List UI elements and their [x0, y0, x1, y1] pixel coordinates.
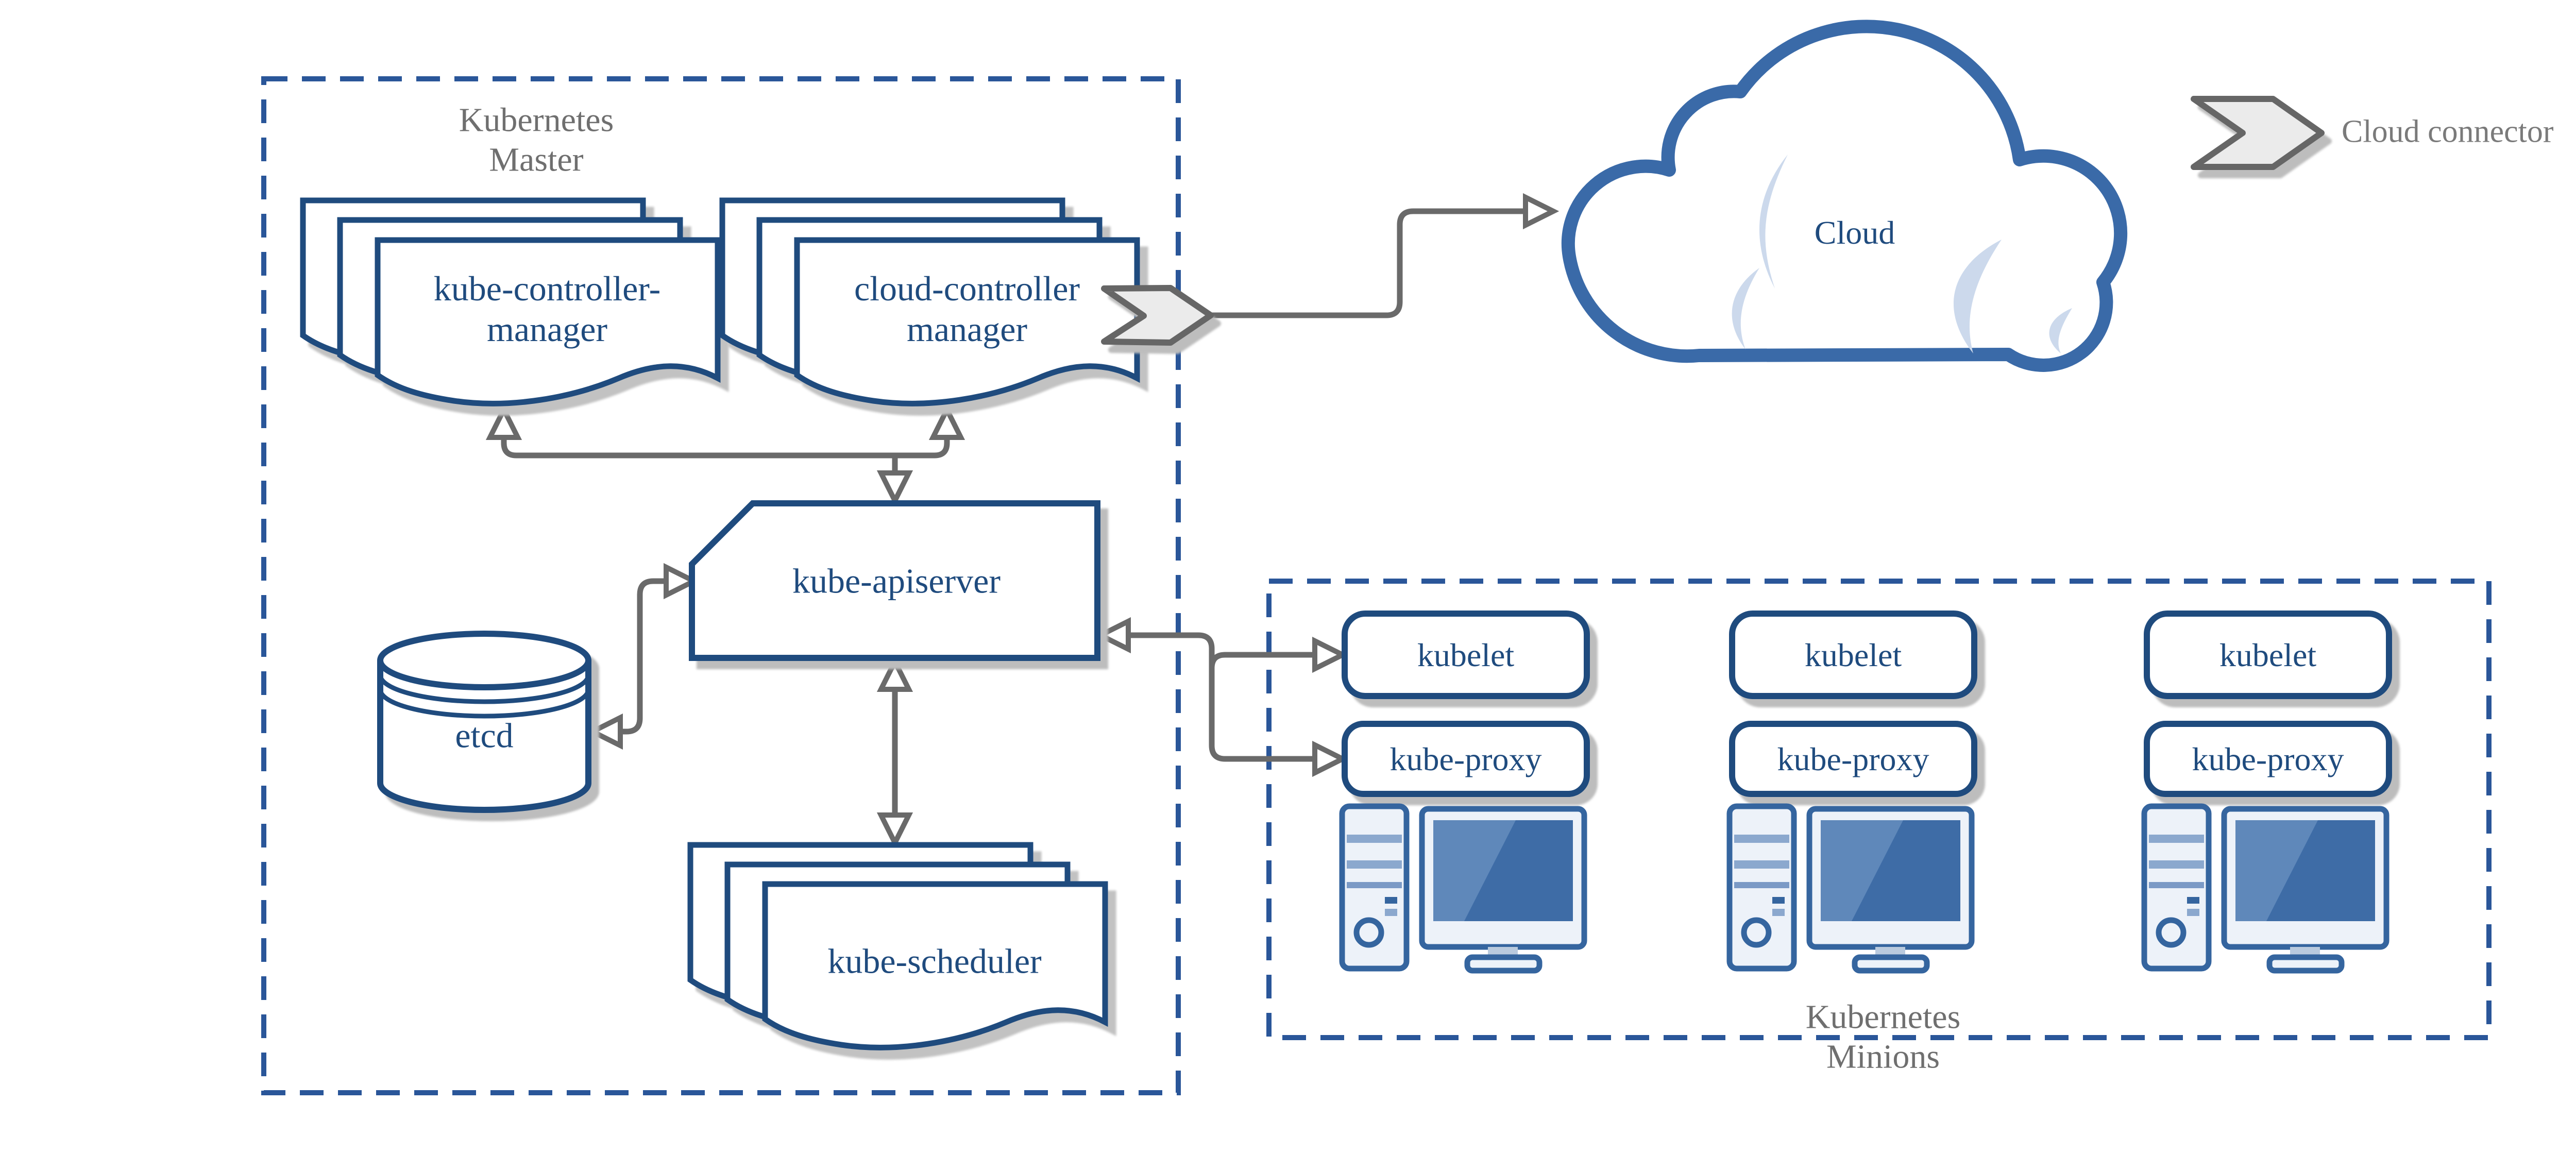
kube-proxy-box: [1729, 721, 1977, 797]
open-arrowhead-icon: [1100, 621, 1128, 649]
etcd-label: etcd: [455, 716, 514, 755]
chevron-arrow-icon: [2191, 96, 2325, 170]
connector-chevron-to-cloud: [1208, 208, 1531, 318]
kubelet-box: [2144, 611, 2392, 699]
kubelet-label: kubelet: [1417, 636, 1515, 673]
master-title-line1: Kubernetes: [459, 101, 614, 139]
open-arrowhead-icon: [881, 815, 909, 843]
kubelet-label: kubelet: [2219, 636, 2317, 673]
kube-scheduler-label: kube-scheduler: [827, 941, 1042, 981]
workstation-icon: [1342, 806, 1584, 971]
minions-box-title: Kubernetes Minions: [1806, 997, 1961, 1076]
cloud-icon: [1561, 20, 2128, 372]
kube-proxy-label: kube-proxy: [1777, 740, 1929, 777]
minions-title-line2: Minions: [1826, 1038, 1940, 1075]
minions-title-line1: Kubernetes: [1805, 998, 1961, 1036]
kube-proxy-label: kube-proxy: [1389, 740, 1542, 777]
chevron-arrow-icon: [1101, 285, 1214, 346]
master-box-title: Kubernetes Master: [459, 100, 614, 179]
kubelet-label: kubelet: [1804, 636, 1902, 673]
cloud-label: Cloud: [1814, 214, 1895, 251]
kube-proxy-box: [2144, 721, 2392, 797]
kube-proxy-box: [1342, 721, 1590, 797]
open-arrowhead-icon: [881, 662, 909, 689]
open-arrowhead-icon: [490, 410, 518, 437]
open-arrowhead-icon: [933, 410, 961, 437]
open-arrowhead-icon: [592, 718, 620, 745]
connector-apiserver-kubelet: [1209, 652, 1320, 671]
etcd-shape: [377, 631, 591, 813]
kubernetes-minions-box: [1266, 579, 2492, 1040]
kubelet-box: [1342, 611, 1590, 699]
connectors: [501, 208, 1531, 845]
kube-apiserver-shape: [689, 500, 1100, 661]
open-arrowhead-icon: [1315, 641, 1343, 669]
cloud-connector-legend-label: Cloud connector: [2342, 114, 2554, 149]
workstation-icon: [2144, 806, 2386, 971]
connector-controllers-bus: [501, 430, 950, 459]
open-arrowhead-icon: [881, 473, 909, 501]
workstation-icon: [1730, 806, 1972, 971]
connector-etcd-apiserver: [614, 578, 670, 735]
node-boxes: [1342, 611, 2392, 797]
cloud-shape: [1561, 20, 2128, 372]
master-title-line2: Master: [489, 141, 584, 178]
open-arrowhead-icon: [1315, 745, 1343, 773]
kubelet-box: [1729, 611, 1977, 699]
cloud-controller-manager-label: cloud-controller manager: [854, 269, 1080, 349]
kube-proxy-label: kube-proxy: [2192, 740, 2344, 777]
open-arrowhead-icon: [1526, 197, 1553, 225]
kubernetes-master-box: [261, 76, 1181, 1095]
connector-apiserver-kubeproxy: [1122, 632, 1320, 762]
kube-apiserver-label: kube-apiserver: [792, 561, 1001, 601]
kube-controller-manager-label: kube-controller- manager: [433, 269, 661, 349]
